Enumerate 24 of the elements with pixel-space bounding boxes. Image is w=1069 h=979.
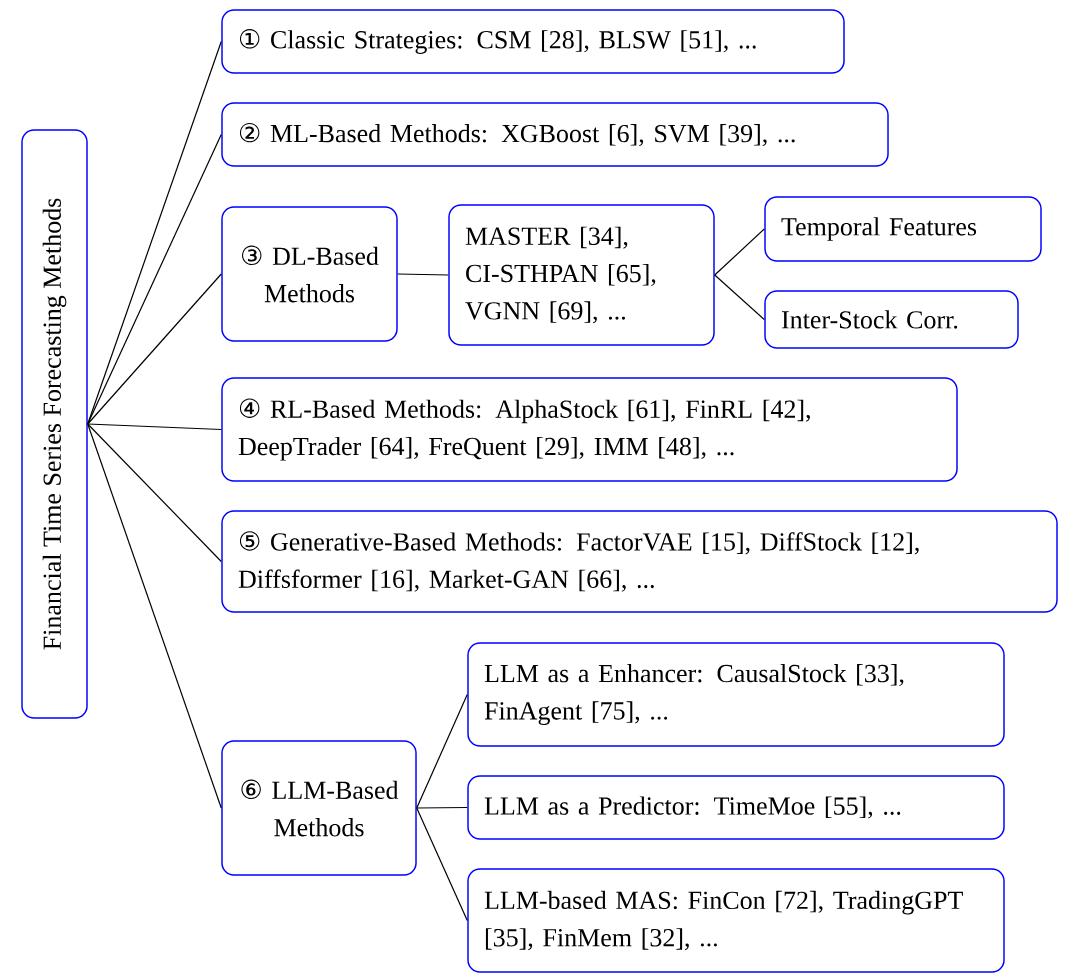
connector-line <box>87 423 222 563</box>
connector-line <box>416 807 468 922</box>
method-box: LLM-based MAS: FinCon [72], TradingGPT [35], FinMem [32], ... <box>467 868 1005 973</box>
method-box: LLM as a Enhancer: CausalStock [33], FinAgent [75], ... <box>467 642 1005 747</box>
method-box: ① Classic Strategies: CSM [28], BLSW [51], ... <box>221 9 845 74</box>
method-box: MASTER [34], CI-STHPAN [65], VGNN [69], ... <box>448 204 715 346</box>
connector-line <box>714 274 765 321</box>
method-box: ③ DL-Based Methods <box>221 206 398 342</box>
connector-line <box>87 133 222 425</box>
category-box: Financial Time Series Forecasting Methods <box>21 129 88 719</box>
method-box: ④ RL-Based Methods: AlphaStock [61], FinRL [42], DeepTrader [64], FreQuent [29], IMM [48], ... <box>221 377 958 482</box>
method-box: ⑤ Generative-Based Methods: FactorVAE [15], DiffStock [12], Diffsformer [16], Market-GAN [66], ... <box>221 510 1058 613</box>
connector-line <box>87 423 222 809</box>
method-box: Temporal Features <box>764 196 1042 262</box>
connector-line <box>416 806 468 809</box>
connector-line <box>416 693 468 809</box>
method-box: ⑥ LLM-Based Methods <box>221 740 417 876</box>
connector-line <box>87 423 222 431</box>
connector-line <box>714 228 765 276</box>
connector-line <box>87 273 222 425</box>
method-box: LLM as a Predictor: TimeMoe [55], ... <box>467 775 1005 840</box>
connector-line <box>397 273 449 276</box>
method-box: ② ML-Based Methods: XGBoost [6], SVM [39], ... <box>221 102 889 167</box>
method-box: Inter-Stock Corr. <box>764 290 1019 349</box>
